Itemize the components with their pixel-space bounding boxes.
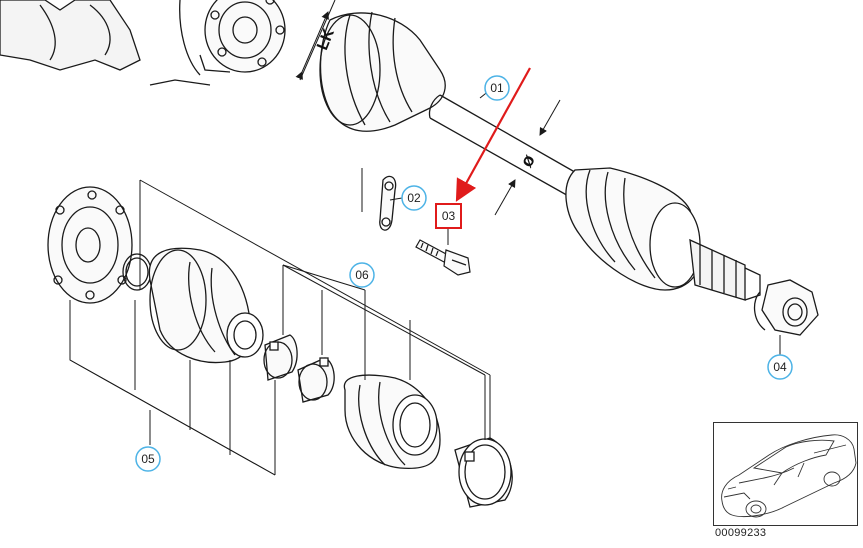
callout-03[interactable]: 03 bbox=[435, 203, 462, 229]
lock-plate bbox=[361, 168, 397, 231]
leader-lines bbox=[69, 89, 781, 476]
callout-03-label: 03 bbox=[442, 209, 456, 223]
callout-04-label: 04 bbox=[773, 360, 787, 374]
diameter-dimension-label: ø bbox=[516, 151, 539, 171]
hex-nut bbox=[753, 279, 819, 336]
drive-shaft-assembly bbox=[295, 0, 761, 301]
callout-05-label: 05 bbox=[141, 452, 155, 466]
vehicle-thumbnail bbox=[713, 422, 858, 526]
lk-dimension-label: LK bbox=[314, 26, 338, 53]
callout-01[interactable]: 01 bbox=[484, 75, 510, 101]
differential-housing bbox=[0, 0, 286, 86]
bolt bbox=[415, 239, 471, 276]
cv-joint-kit bbox=[47, 186, 513, 508]
callout-06-label: 06 bbox=[355, 268, 369, 282]
callout-02[interactable]: 02 bbox=[401, 185, 427, 211]
callout-04[interactable]: 04 bbox=[767, 354, 793, 380]
callout-01-label: 01 bbox=[490, 81, 504, 95]
car-icon bbox=[721, 434, 857, 518]
callout-06[interactable]: 06 bbox=[349, 262, 375, 288]
callout-05[interactable]: 05 bbox=[135, 446, 161, 472]
highlight-arrow bbox=[455, 67, 531, 202]
callout-02-label: 02 bbox=[407, 191, 421, 205]
diagram-id-caption: 00099233 bbox=[715, 527, 767, 539]
